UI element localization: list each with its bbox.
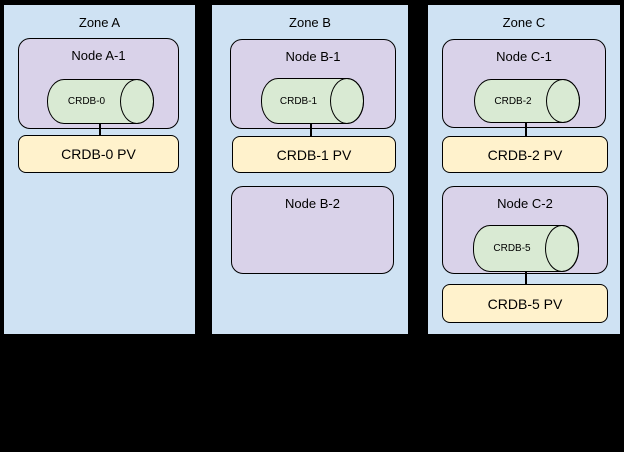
- node-b2-label: Node B-2: [285, 196, 340, 211]
- node-c2-label: Node C-2: [497, 196, 553, 211]
- cylinder-lid-icon: [546, 79, 580, 123]
- node-a1-label: Node A-1: [71, 48, 126, 63]
- crdb-2-pv: CRDB-2 PV: [442, 136, 608, 173]
- crdb-5-cylinder-label: CRDB-5: [493, 243, 531, 254]
- crdb-0-cylinder-label: CRDB-0: [67, 96, 106, 107]
- connector-b1-pv: [310, 124, 312, 136]
- crdb-2-cylinder-label: CRDB-2: [494, 95, 532, 107]
- node-c2: Node C-2 CRDB-5: [442, 186, 608, 274]
- node-b1-label: Node B-1: [285, 49, 341, 64]
- node-b2: Node B-2: [231, 186, 394, 274]
- zone-c: Zone C Node C-1 CRDB-2 CRDB-2 PV Node C-…: [427, 4, 621, 335]
- crdb-1-pv-label: CRDB-1 PV: [276, 146, 352, 163]
- crdb-1-cylinder-label: CRDB-1: [279, 95, 318, 107]
- crdb-0-pv: CRDB-0 PV: [18, 135, 179, 173]
- crdb-5-pv: CRDB-5 PV: [442, 284, 608, 323]
- crdb-0-cylinder: CRDB-0: [47, 79, 154, 124]
- crdb-5-pv-label: CRDB-5 PV: [487, 295, 563, 312]
- connector-c2-pv: [525, 271, 527, 284]
- cylinder-lid-icon: [330, 78, 364, 124]
- zone-b: Zone B Node B-1 CRDB-1 CRDB-1 PV Node B-…: [211, 4, 409, 335]
- node-c1-label: Node C-1: [496, 49, 552, 64]
- crdb-5-cylinder: CRDB-5: [473, 225, 579, 272]
- crdb-2-cylinder: CRDB-2: [474, 79, 580, 123]
- crdb-2-pv-label: CRDB-2 PV: [487, 146, 563, 163]
- connector-a1-pv: [99, 124, 101, 136]
- crdb-0-pv-label: CRDB-0 PV: [61, 146, 136, 162]
- zone-a-label: Zone A: [78, 15, 121, 30]
- node-a1: Node A-1 CRDB-0: [18, 38, 179, 129]
- connector-c1-pv: [525, 123, 527, 136]
- cylinder-lid-icon: [120, 79, 154, 124]
- zone-b-label: Zone B: [289, 15, 331, 30]
- crdb-1-cylinder: CRDB-1: [261, 78, 364, 124]
- cylinder-lid-icon: [545, 225, 579, 272]
- zone-c-label: Zone C: [502, 15, 546, 30]
- node-b1: Node B-1 CRDB-1: [230, 39, 396, 129]
- zone-a: Zone A Node A-1 CRDB-0 CRDB-0 PV: [3, 4, 196, 335]
- node-c1: Node C-1 CRDB-2: [442, 39, 606, 128]
- crdb-1-pv: CRDB-1 PV: [232, 136, 396, 173]
